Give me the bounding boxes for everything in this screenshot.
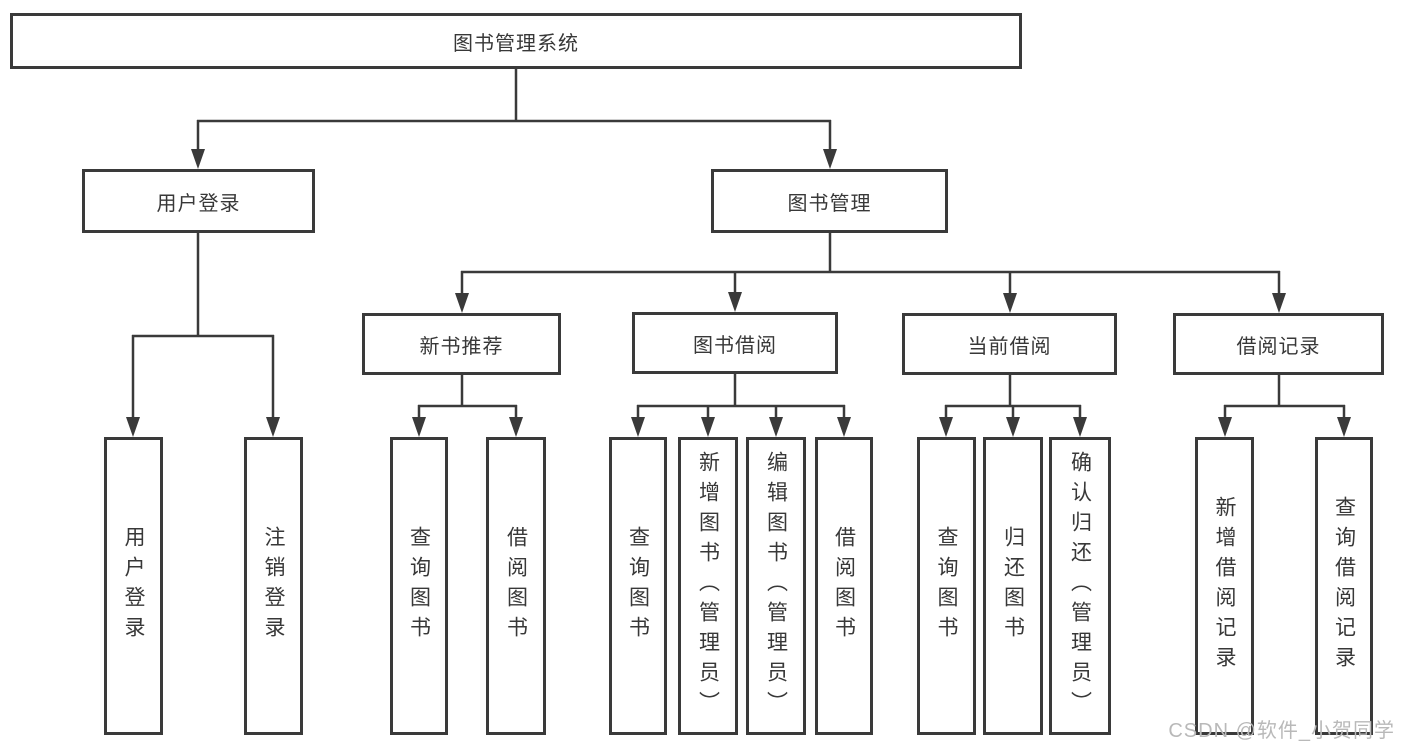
leaf-label: 借阅图书 bbox=[504, 526, 528, 646]
leaf-edit-books-admin: 编辑图书（管理员） bbox=[746, 437, 806, 735]
node-book-borrowing: 图书借阅 bbox=[632, 312, 838, 374]
leaf-user-login: 用户登录 bbox=[104, 437, 163, 735]
connector-root-to-level2 bbox=[191, 68, 837, 169]
leaf-label: 新增借阅记录 bbox=[1213, 496, 1236, 676]
node-label: 用户登录 bbox=[156, 192, 241, 215]
node-label: 新书推荐 bbox=[419, 335, 504, 358]
leaf-query-books-recommend: 查询图书 bbox=[390, 437, 448, 735]
node-borrowing-records: 借阅记录 bbox=[1173, 313, 1384, 375]
leaf-add-books-admin: 新增图书（管理员） bbox=[678, 437, 738, 735]
leaf-label: 查询图书 bbox=[626, 526, 650, 646]
connector-new-book-recommend-to-children bbox=[412, 375, 523, 437]
leaf-label: 确认归还（管理员） bbox=[1068, 451, 1092, 721]
leaf-label: 注销登录 bbox=[262, 526, 285, 646]
node-label: 借阅记录 bbox=[1236, 335, 1321, 358]
connector-book-borrowing-to-children bbox=[631, 374, 851, 437]
node-label: 当前借阅 bbox=[967, 335, 1052, 358]
node-new-book-recommend: 新书推荐 bbox=[362, 313, 561, 375]
leaf-label: 编辑图书（管理员） bbox=[764, 451, 788, 721]
node-label: 图书管理系统 bbox=[453, 32, 579, 55]
node-label: 图书管理 bbox=[787, 192, 872, 215]
node-current-borrowing: 当前借阅 bbox=[902, 313, 1117, 375]
connector-book-management-to-level3 bbox=[455, 233, 1286, 313]
leaf-logout: 注销登录 bbox=[244, 437, 303, 735]
leaf-return-books: 归还图书 bbox=[983, 437, 1043, 735]
connector-user-login-to-children bbox=[126, 233, 280, 437]
csdn-watermark: CSDN @软件_小贺同学 bbox=[1168, 720, 1395, 742]
node-library-management-system: 图书管理系统 bbox=[10, 13, 1022, 69]
node-user-login: 用户登录 bbox=[82, 169, 315, 233]
node-label: 图书借阅 bbox=[693, 334, 777, 357]
leaf-confirm-return-admin: 确认归还（管理员） bbox=[1049, 437, 1111, 735]
leaf-borrow-books-borrowing: 借阅图书 bbox=[815, 437, 873, 735]
leaf-label: 查询图书 bbox=[935, 526, 958, 646]
leaf-query-books-current: 查询图书 bbox=[917, 437, 976, 735]
leaf-borrow-books-recommend: 借阅图书 bbox=[486, 437, 546, 735]
leaf-label: 用户登录 bbox=[122, 526, 145, 646]
node-book-management: 图书管理 bbox=[711, 169, 948, 233]
leaf-query-borrow-record: 查询借阅记录 bbox=[1315, 437, 1373, 735]
leaf-add-borrow-record: 新增借阅记录 bbox=[1195, 437, 1254, 735]
leaf-label: 新增图书（管理员） bbox=[696, 451, 720, 721]
leaf-label: 查询借阅记录 bbox=[1332, 496, 1356, 676]
connector-borrowing-records-to-children bbox=[1218, 375, 1351, 437]
leaf-query-books-borrowing: 查询图书 bbox=[609, 437, 667, 735]
connector-current-borrowing-to-children bbox=[939, 375, 1087, 437]
leaf-label: 归还图书 bbox=[1001, 526, 1025, 646]
leaf-label: 查询图书 bbox=[407, 526, 431, 646]
leaf-label: 借阅图书 bbox=[832, 526, 856, 646]
